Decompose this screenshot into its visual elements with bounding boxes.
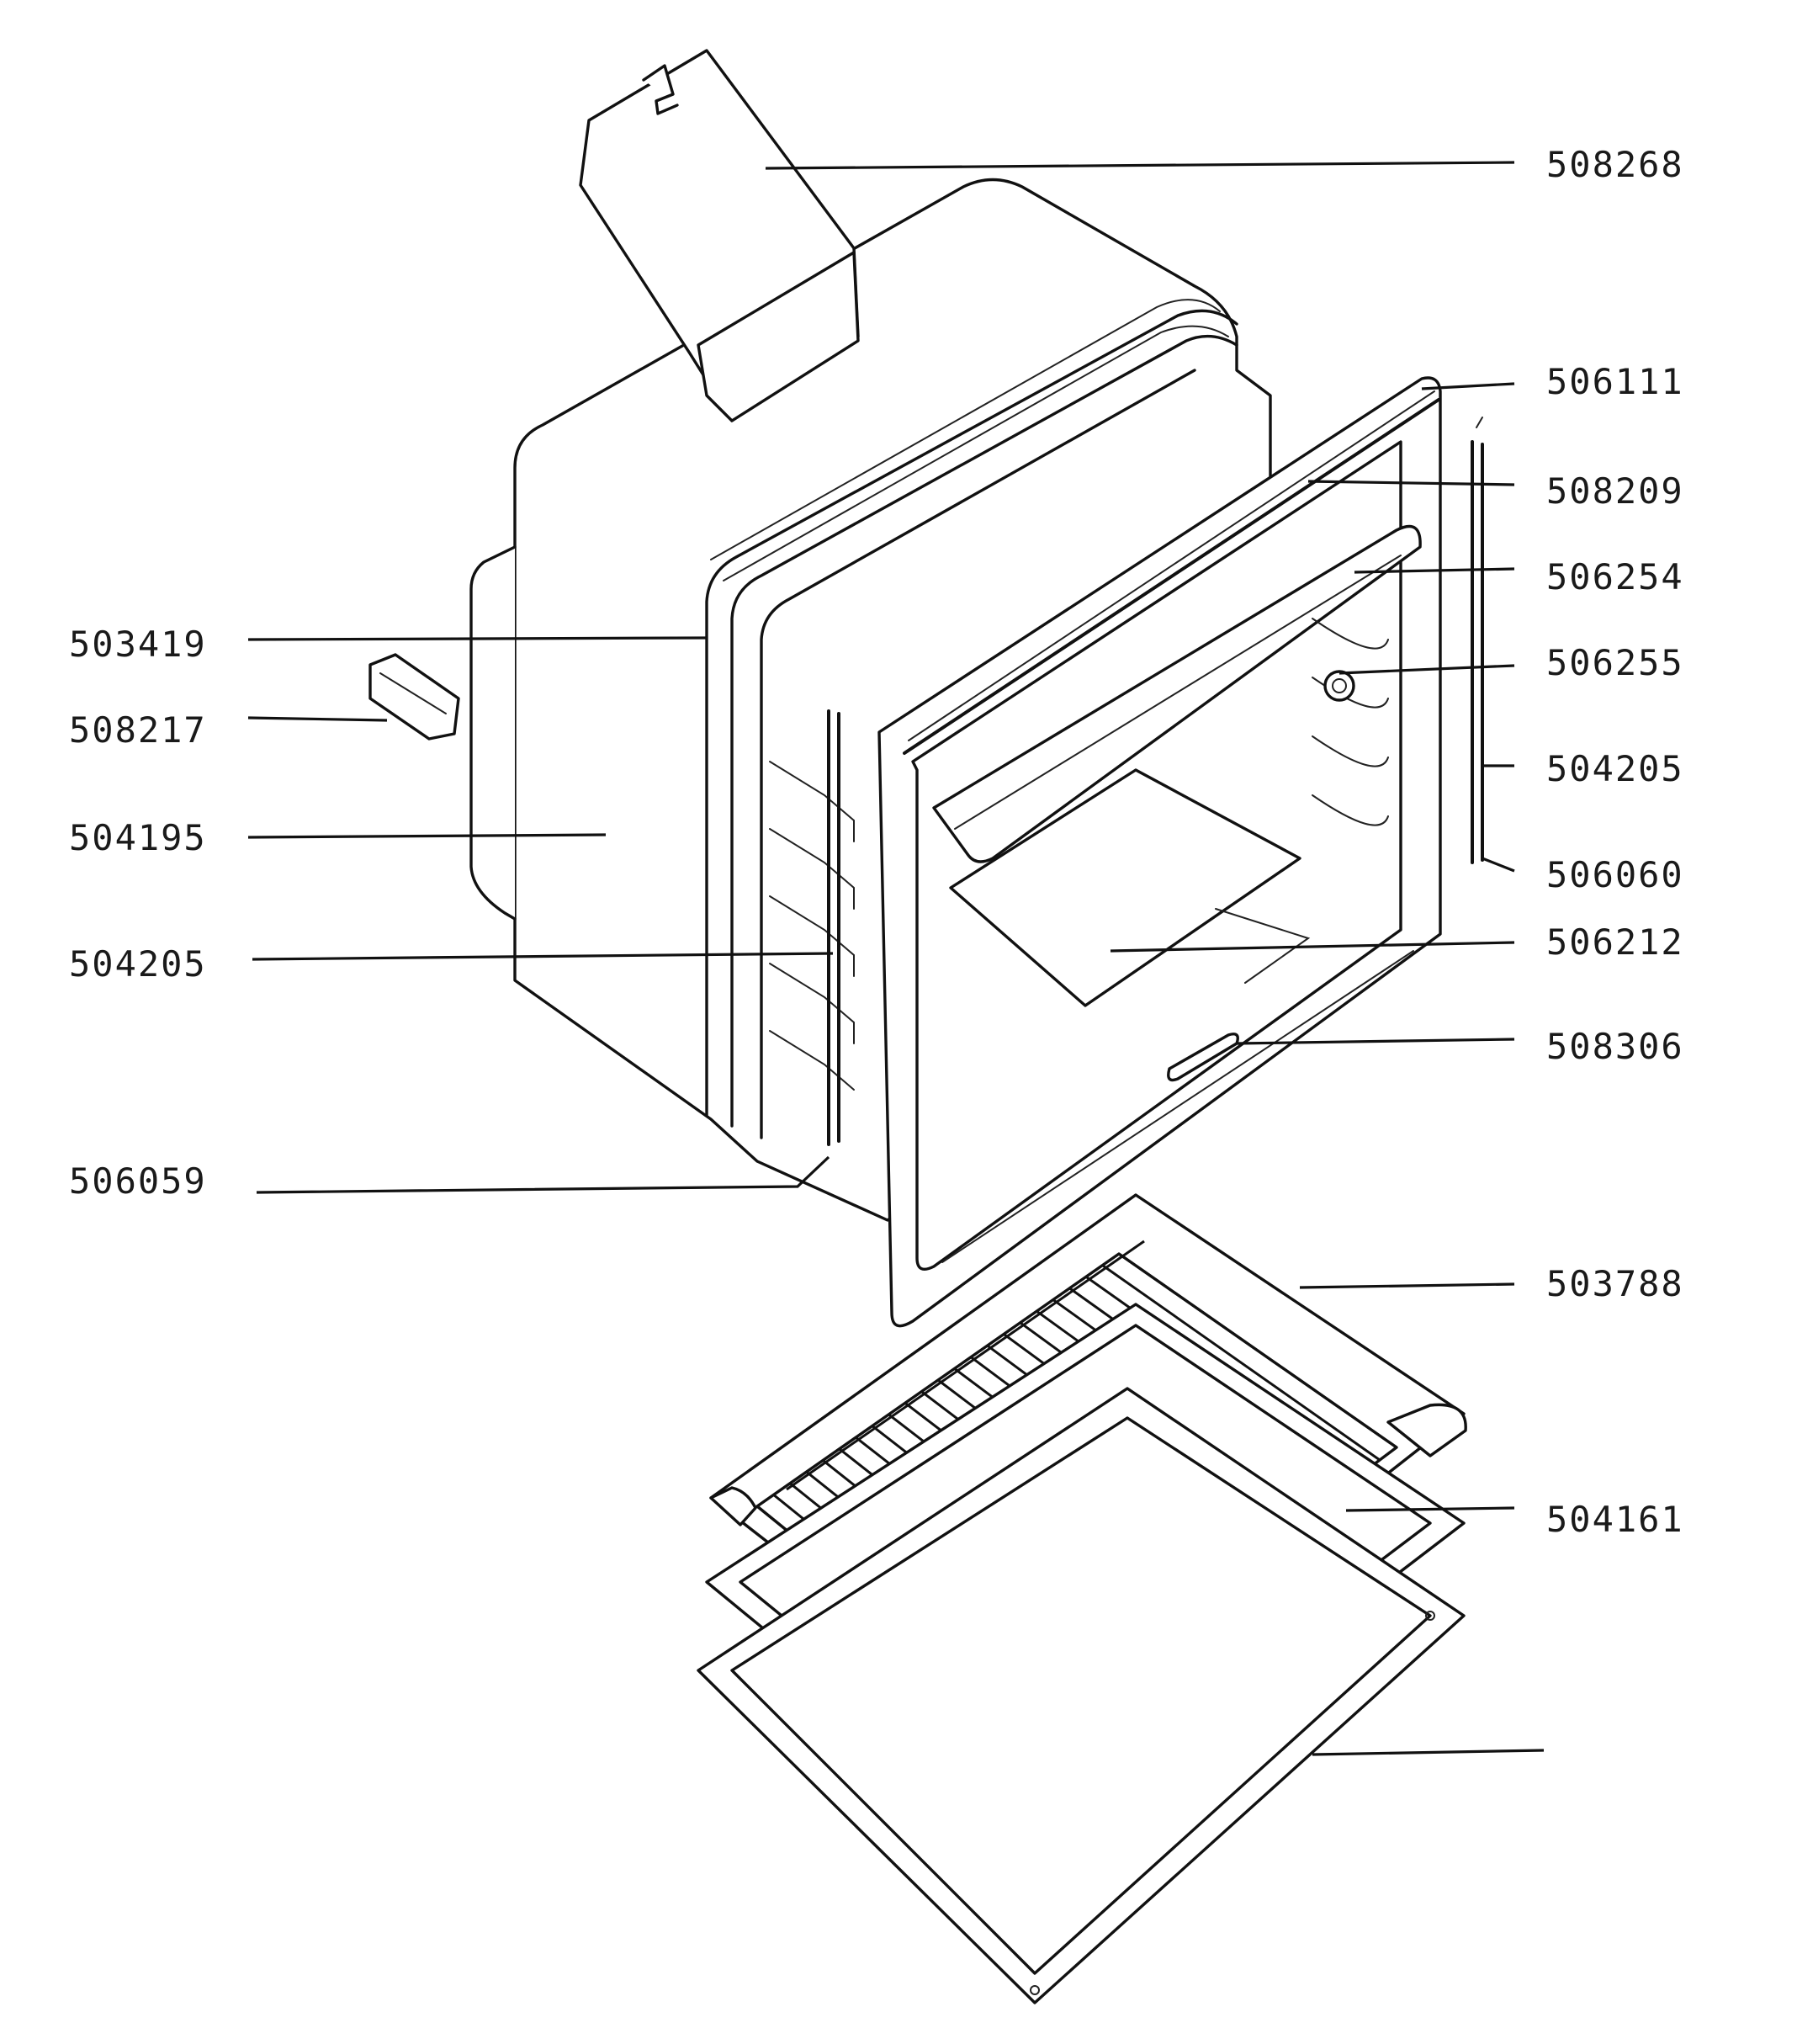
oven-lamp [1323,670,1355,702]
label-506254: 506254 [1546,556,1684,597]
label-506060: 506060 [1546,854,1684,895]
top-cover-drawing [579,49,860,422]
rack-wire [1118,1252,1397,1449]
part-labels: 508268 506111 508209 506254 506255 50420… [69,144,1684,1540]
label-508306: 508306 [1546,1026,1684,1067]
bracket-edge [379,672,447,714]
frame-bottom-trim [941,950,1414,1263]
label-508217: 508217 [69,709,207,751]
top-rail-bar-2 [908,390,1435,741]
bottom-panel-drawing [697,1387,1466,2004]
cavity-seal-ring-inner [730,334,1238,1128]
label-508268: 508268 [1546,144,1684,185]
bottom-panel [697,1387,1466,2004]
top-cover-hook [642,64,679,115]
rack-wire [1101,1264,1381,1462]
glass-panel-lower [1215,908,1311,984]
oven-lamp-inner [1332,678,1347,693]
rack-handle-left [709,1486,757,1526]
label-504161: 504161 [1546,1499,1684,1540]
label-506059: 506059 [69,1160,207,1202]
bottom-panel-hole [1425,1611,1435,1621]
label-504205-left: 504205 [69,943,207,985]
bottom-panel-inner [730,1416,1432,1975]
right-shelf-support-rod [1471,417,1484,864]
bracket [368,653,460,741]
grill-reflector-edge [954,555,1402,830]
label-503788: 503788 [1546,1263,1684,1304]
label-506111: 506111 [1546,361,1684,402]
cavity-inner-wall [760,369,1196,1139]
side-bulge-panel [469,545,517,921]
shell-top-edge [710,299,1221,560]
cavity-seal-ring [705,309,1238,1117]
label-508209: 508209 [1546,470,1684,512]
front-frame-opening [911,440,1402,1271]
top-cover-box [697,251,860,422]
bottom-panel-hole-2 [1030,1985,1040,1995]
glass-panel [949,768,1301,1007]
label-504205-right: 504205 [1546,748,1684,789]
label-506255: 506255 [1546,642,1684,683]
label-503419: 503419 [69,624,207,665]
label-506212: 506212 [1546,921,1684,963]
rack-cross-wire [786,1240,1145,1491]
leader-lines [247,161,1545,1756]
rack-handle-right [1386,1403,1467,1457]
front-frame-drawing [877,376,1442,1328]
top-rail-bar [903,398,1440,755]
shell-top-edge-2 [723,325,1229,581]
label-504195: 504195 [69,817,207,858]
grill-reflector [932,524,1422,863]
bracket-drawing [368,653,460,741]
